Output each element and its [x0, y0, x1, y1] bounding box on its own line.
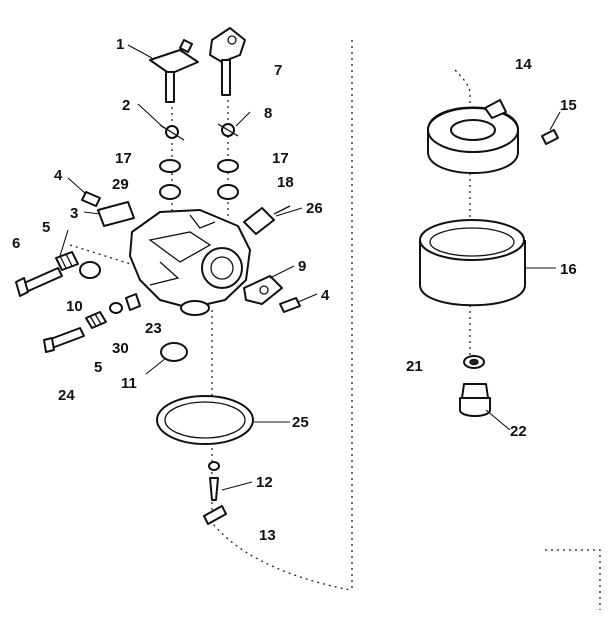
callout-24: 24 — [58, 387, 75, 404]
callout-labels: 1 2 3 4 4 5 5 6 7 8 9 10 11 12 13 14 15 … — [12, 36, 577, 544]
callout-4-upper: 4 — [54, 167, 63, 184]
callout-4-lower: 4 — [321, 287, 330, 304]
part-22-fitting — [459, 383, 491, 417]
part-9-plate — [243, 275, 283, 305]
part-2-screw — [159, 124, 185, 141]
callout-5-upper: 5 — [42, 219, 50, 236]
callout-18: 18 — [277, 174, 294, 191]
leader-lines — [59, 44, 561, 491]
callout-10: 10 — [66, 298, 83, 315]
callout-12: 12 — [256, 474, 273, 491]
callout-17-right: 17 — [272, 150, 289, 167]
part-18-washer — [217, 184, 239, 200]
part-7-choke-shaft — [209, 27, 246, 96]
callout-13: 13 — [259, 527, 276, 544]
callout-21: 21 — [406, 358, 423, 375]
callout-8: 8 — [264, 105, 272, 122]
part-13-washer — [203, 505, 227, 525]
part-16-filter-element — [419, 219, 526, 307]
guide-top-right — [454, 69, 471, 96]
guide-left — [69, 244, 151, 271]
carburetor-body — [129, 209, 251, 316]
callout-1: 1 — [116, 36, 124, 53]
callout-25: 25 — [292, 414, 309, 431]
callout-14: 14 — [515, 56, 532, 73]
part-21-washer — [463, 355, 485, 369]
callout-23: 23 — [145, 320, 162, 337]
part-24-needle-valve — [43, 327, 85, 353]
part-25-bowl-gasket — [156, 395, 254, 445]
callout-22: 22 — [510, 423, 527, 440]
callout-2: 2 — [122, 97, 130, 114]
part-5-spring-upper — [55, 251, 79, 271]
callout-3: 3 — [70, 205, 78, 222]
callout-16: 16 — [560, 261, 577, 278]
part-10-gasket — [79, 261, 101, 279]
part-4-screw-lower — [279, 297, 301, 313]
callout-15: 15 — [560, 97, 577, 114]
part-8-screw — [217, 123, 239, 137]
part-12-pin — [208, 461, 220, 501]
part-14-air-cleaner-cover — [427, 99, 519, 174]
guide-corner — [545, 549, 601, 610]
part-11-gasket — [160, 342, 188, 362]
part-30-washer — [109, 302, 123, 314]
part-23-clip — [125, 293, 141, 311]
part-15-screw — [541, 129, 559, 145]
part-26-fitting — [243, 205, 291, 235]
callout-6: 6 — [12, 235, 20, 252]
callout-11: 11 — [121, 375, 137, 392]
lower-guide-curve — [209, 519, 351, 591]
part-29-washer — [159, 184, 181, 200]
part-4-screw-upper — [81, 191, 101, 207]
part-17-seal-left — [159, 159, 181, 173]
part-6-bolt — [15, 267, 63, 297]
callout-29: 29 — [112, 176, 129, 193]
callout-30: 30 — [112, 340, 129, 357]
part-3-shutter — [97, 201, 135, 227]
part-1-throttle-shaft — [149, 39, 199, 103]
callout-9: 9 — [298, 258, 306, 275]
part-17-seal-right — [217, 159, 239, 173]
callout-5-lower: 5 — [94, 359, 102, 376]
callout-17-left: 17 — [115, 150, 132, 167]
callout-26: 26 — [306, 200, 323, 217]
callout-7: 7 — [274, 62, 282, 79]
part-5-spring-lower — [85, 311, 107, 329]
